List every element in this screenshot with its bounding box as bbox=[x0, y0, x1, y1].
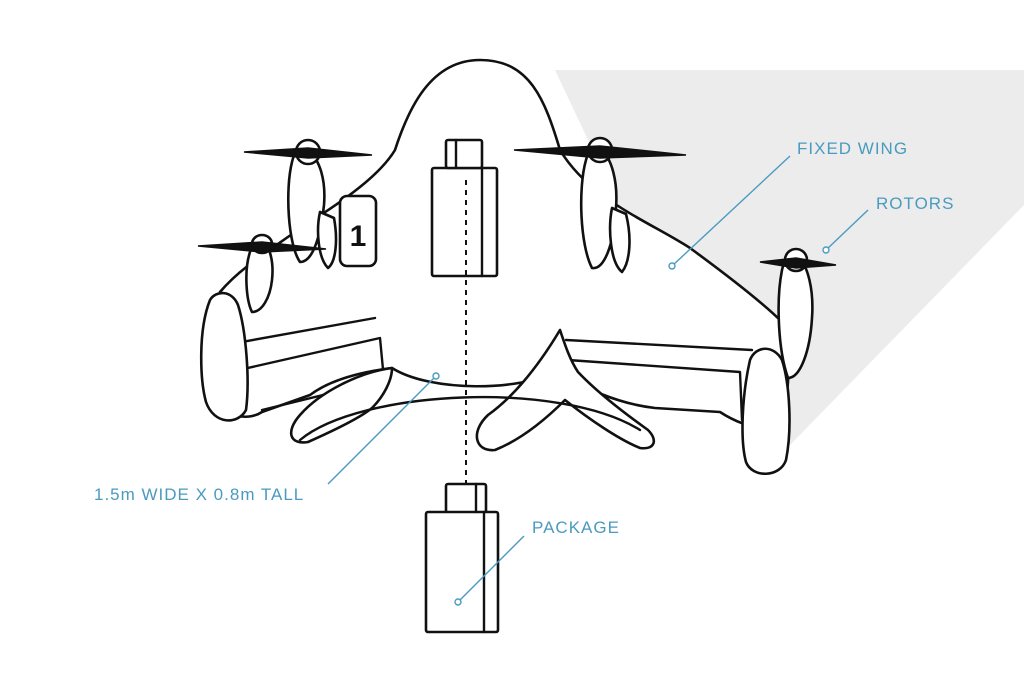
stowed-package bbox=[430, 138, 499, 278]
right-wingtip-pod bbox=[741, 347, 791, 475]
label-rotors: ROTORS bbox=[876, 194, 954, 213]
label-dimensions: 1.5m WIDE X 0.8m TALL bbox=[94, 485, 304, 504]
fuselage-number-badge bbox=[338, 194, 378, 268]
rotor-front-right bbox=[513, 136, 687, 274]
right-fin bbox=[475, 328, 656, 452]
rotor-rear-left bbox=[197, 233, 327, 314]
left-wing-panel-line bbox=[223, 316, 377, 347]
belly-arch bbox=[298, 395, 642, 442]
dropped-package bbox=[424, 482, 500, 634]
right-elevon bbox=[566, 358, 744, 422]
callout-package: PACKAGE bbox=[454, 518, 620, 606]
drone: 1 bbox=[197, 58, 837, 490]
label-fixed-wing: FIXED WING bbox=[797, 139, 908, 158]
fuselage-number: 1 bbox=[350, 220, 367, 253]
label-package: PACKAGE bbox=[532, 518, 620, 537]
callout-fixed-wing: FIXED WING bbox=[668, 139, 908, 270]
left-wingtip-pod bbox=[199, 291, 249, 422]
right-wing-panel-line bbox=[564, 338, 754, 352]
callout-rotors: ROTORS bbox=[822, 194, 954, 254]
rotor-front-left bbox=[243, 138, 373, 270]
left-fin bbox=[289, 366, 394, 444]
rotor-rear-right bbox=[759, 247, 837, 380]
callout-dimensions: 1.5m WIDE X 0.8m TALL bbox=[94, 372, 440, 504]
